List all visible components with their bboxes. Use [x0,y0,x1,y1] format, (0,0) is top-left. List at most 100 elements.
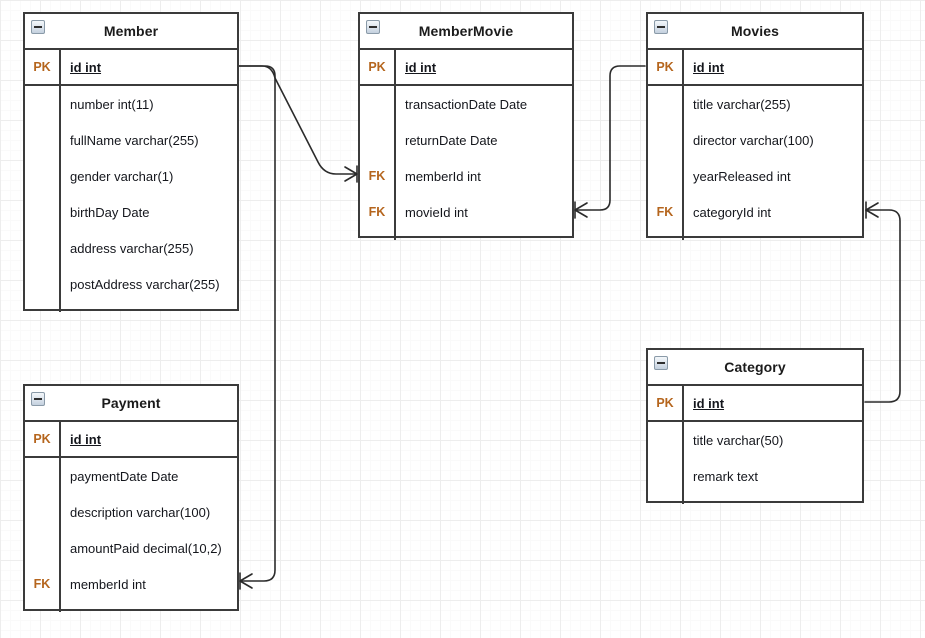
entity-title: Member [103,23,159,39]
key-label-spacer [360,230,396,240]
field-label: transactionDate Date [405,96,528,112]
key-label: FK [648,194,684,230]
key-label [25,530,61,566]
key-label-spacer [25,302,61,312]
field-label: id int [405,59,437,75]
field-label: postAddress varchar(255) [70,276,220,292]
crowsfoot-membermovie-movieid [574,201,588,219]
field-label-spacer [396,230,572,240]
field-label-spacer [61,602,237,612]
attribute-row[interactable]: paymentDate Date [25,458,237,494]
pk-row[interactable]: PK id int [360,50,572,86]
edge-member-payment [238,65,276,582]
key-label: PK [648,386,684,420]
minus-glyph [369,26,377,28]
row-spacer [360,230,572,240]
field-label: birthDay Date [70,204,150,220]
crowsfoot-membermovie-memberid [344,165,358,183]
minus-glyph [657,26,665,28]
edge-category-movies [864,209,901,403]
entity-header: Movies [648,14,862,50]
key-label: PK [25,50,61,84]
minus-box-icon[interactable] [654,356,668,370]
attribute-row[interactable]: birthDay Date [25,194,237,230]
row-spacer [25,302,237,312]
attribute-row[interactable]: title varchar(255) [648,86,862,122]
key-label [25,86,61,122]
minus-box-icon[interactable] [366,20,380,34]
attribute-row[interactable]: fullName varchar(255) [25,122,237,158]
minus-glyph [657,362,665,364]
entity-rows: PK id int title varchar(255) director varch… [648,50,862,240]
attribute-row[interactable]: address varchar(255) [25,230,237,266]
key-label-spacer [648,230,684,240]
attribute-row[interactable]: amountPaid decimal(10,2) [25,530,237,566]
row-spacer [648,494,862,504]
key-label [360,122,396,158]
field-label: movieId int [405,204,468,220]
minus-box-icon[interactable] [31,392,45,406]
attribute-row[interactable]: number int(11) [25,86,237,122]
field-label: yearReleased int [693,168,791,184]
field-label: title varchar(50) [693,432,784,448]
key-label [648,86,684,122]
key-label: PK [25,422,61,456]
row-spacer [25,602,237,612]
attribute-row[interactable]: director varchar(100) [648,122,862,158]
fk-row[interactable]: FK memberId int [25,566,237,602]
field-label: amountPaid decimal(10,2) [70,540,222,556]
entity-header: Payment [25,386,237,422]
entity-title: Category [724,359,786,375]
key-label [648,122,684,158]
key-label: PK [648,50,684,84]
key-label: FK [360,158,396,194]
minus-box-icon[interactable] [31,20,45,34]
key-label [25,194,61,230]
attribute-row[interactable]: postAddress varchar(255) [25,266,237,302]
key-label [648,158,684,194]
key-label [648,458,684,494]
attribute-row[interactable]: transactionDate Date [360,86,572,122]
key-label: PK [360,50,396,84]
field-label: description varchar(100) [70,504,211,520]
field-label: number int(11) [70,96,154,112]
key-label [25,158,61,194]
attribute-row[interactable]: gender varchar(1) [25,158,237,194]
attribute-row[interactable]: remark text [648,458,862,494]
attribute-row[interactable]: yearReleased int [648,158,862,194]
field-label: gender varchar(1) [70,168,174,184]
key-label-spacer [25,602,61,612]
entity-title: MemberMovie [418,23,514,39]
entity-rows: PK id int title varchar(50) remark text [648,386,862,504]
field-label: address varchar(255) [70,240,194,256]
pk-row[interactable]: PK id int [648,386,862,422]
field-label: memberId int [70,576,146,592]
minus-box-icon[interactable] [654,20,668,34]
entity-header: MemberMovie [360,14,572,50]
attribute-row[interactable]: description varchar(100) [25,494,237,530]
field-label: id int [693,59,725,75]
fk-row[interactable]: FK movieId int [360,194,572,230]
key-label: FK [360,194,396,230]
pk-row[interactable]: PK id int [648,50,862,86]
attribute-row[interactable]: title varchar(50) [648,422,862,458]
key-label: FK [25,566,61,602]
row-spacer [648,230,862,240]
attribute-row[interactable]: returnDate Date [360,122,572,158]
edge-movies-membermovie [574,65,646,211]
field-label: title varchar(255) [693,96,791,112]
crowsfoot-movies-categoryid [865,201,879,219]
field-label: id int [693,395,725,411]
key-label [25,458,61,494]
